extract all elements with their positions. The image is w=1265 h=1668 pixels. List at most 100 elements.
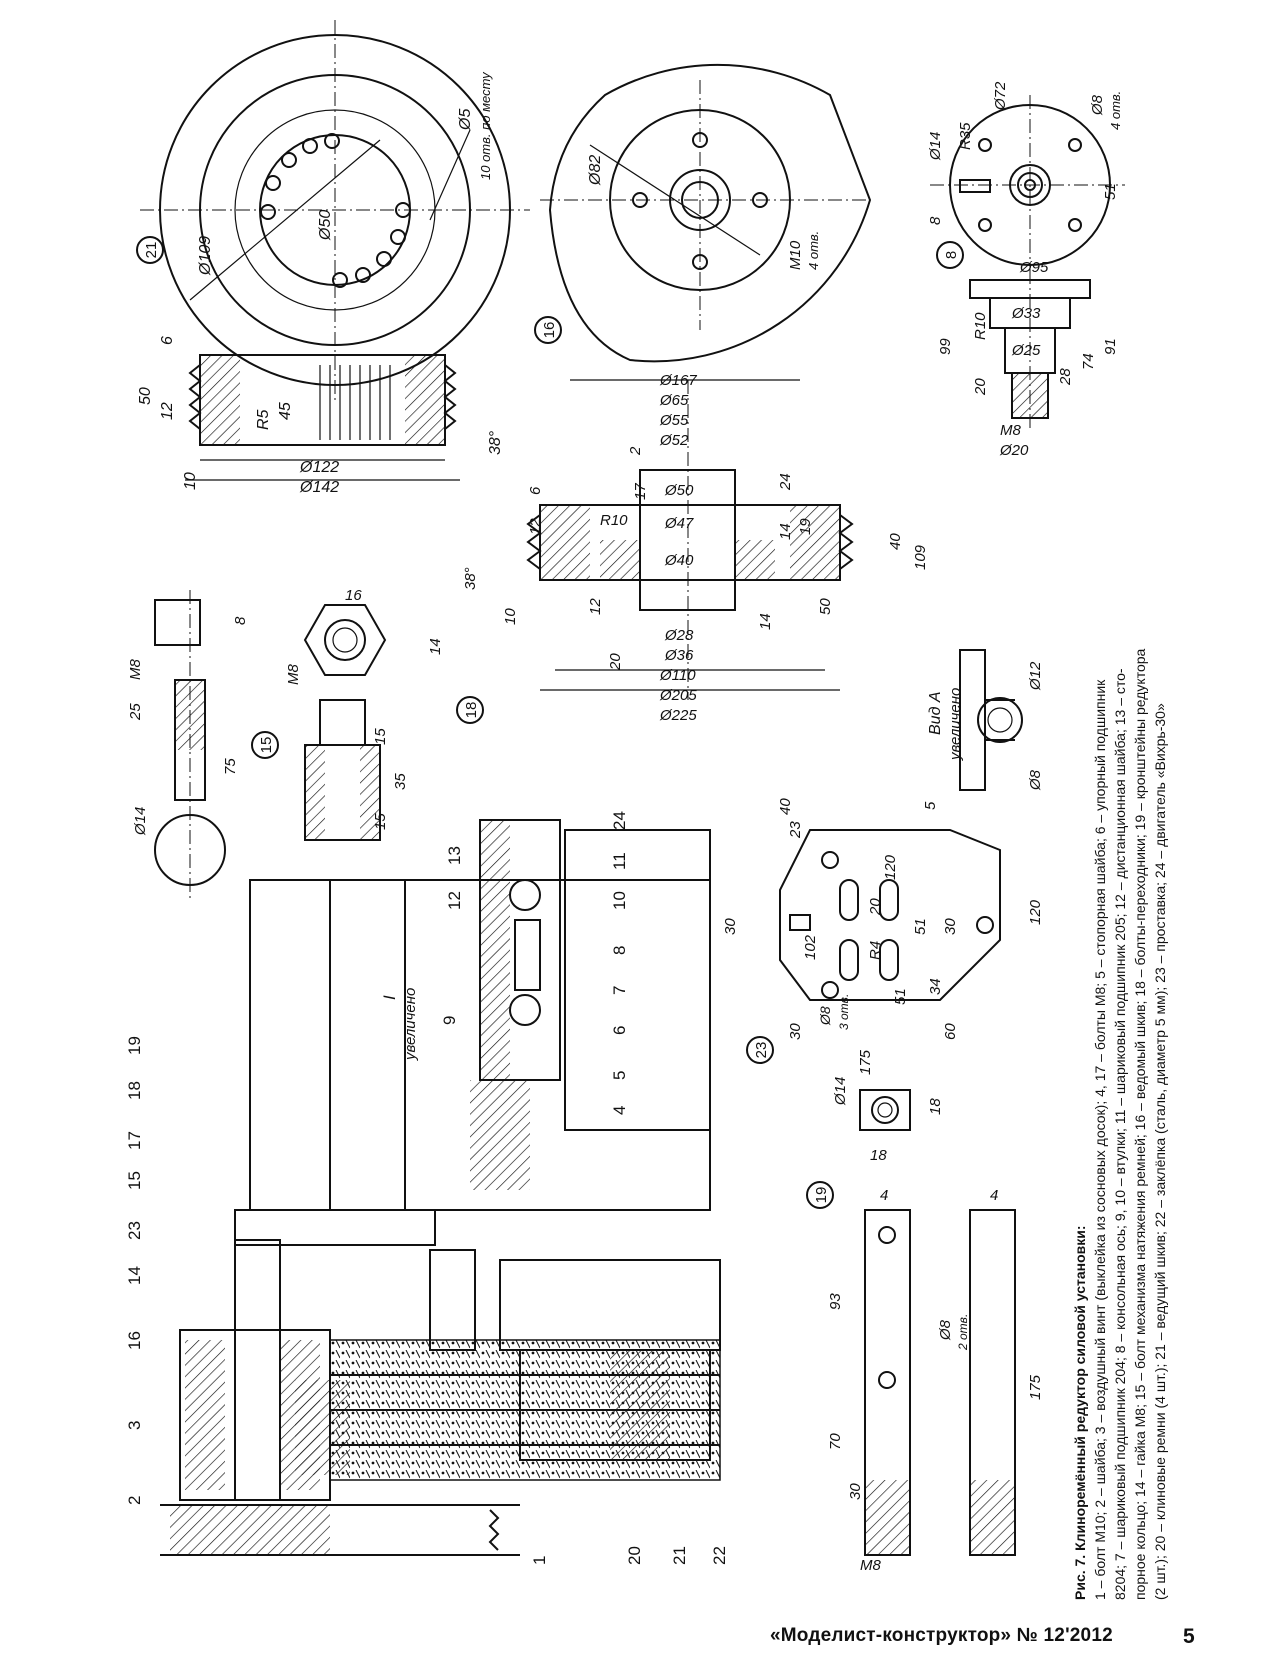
dim-part16-d28: Ø28 [664, 627, 694, 644]
dim-part16-d225: Ø225 [659, 707, 697, 724]
callout-12: 12 [445, 891, 464, 910]
dim-part16-d167: Ø167 [659, 372, 697, 389]
callout-7: 7 [610, 986, 629, 995]
dim-part21-r5: R5 [255, 409, 272, 430]
callout-8: 8 [610, 946, 629, 955]
dim-part21-holes: 10 отв. по месту [478, 71, 493, 180]
dim-part23-34: 34 [927, 978, 944, 995]
callout-22: 22 [710, 1546, 729, 1565]
view-i-note: увеличено [402, 988, 419, 1061]
callout-15: 15 [125, 1171, 144, 1190]
callout-24: 24 [610, 811, 629, 830]
main-assembly [160, 819, 721, 1556]
dim-part18-m8a: M8 [285, 664, 302, 685]
dim-part19-18b: 18 [927, 1098, 944, 1115]
dim-part16-d82: Ø82 [587, 155, 604, 186]
part21-number-circle [136, 236, 164, 264]
callout-16: 16 [125, 1331, 144, 1350]
part15-number: 15 [258, 737, 275, 754]
dim-part21-38deg: 38° [487, 430, 504, 455]
dim-part23-d8: Ø8 [817, 1006, 833, 1026]
dim-part23-120a: 120 [882, 854, 899, 880]
journal-title: «Моделист-конструктор» № 12'2012 [770, 1625, 1113, 1646]
view-a-drawing [959, 649, 1023, 791]
callout-3: 3 [125, 1421, 144, 1430]
dim-part21-12: 12 [159, 402, 176, 420]
dim-part8-d25: Ø25 [1011, 342, 1041, 359]
dim-part19-4b: 4 [990, 1187, 998, 1204]
dim-part16-d52: Ø52 [659, 432, 689, 449]
part23-drawing [779, 829, 1001, 1001]
callout-18: 18 [125, 1081, 144, 1100]
dim-part23-120b: 120 [1027, 899, 1044, 925]
dim-part15-25: 25 [127, 703, 144, 721]
callout-14: 14 [125, 1266, 144, 1285]
dim-part16-d50: Ø50 [664, 482, 694, 499]
view-a-label: Вид А [927, 691, 944, 735]
dim-part23-r4: R4 [867, 941, 884, 960]
dim-part19-93: 93 [827, 1293, 844, 1310]
dim-part18-35: 35 [392, 773, 409, 790]
dim-part8-d95: Ø95 [1019, 259, 1049, 276]
dim-part18-15a: 15 [372, 728, 389, 745]
dim-part19-d14: Ø14 [832, 1077, 849, 1106]
dim-part16-50: 50 [817, 598, 834, 615]
dim-part19-4a: 4 [880, 1187, 888, 1204]
dim-part8-d72: Ø72 [992, 81, 1009, 111]
dim-part19-18a: 18 [870, 1147, 887, 1164]
dim-part8-4holes: 4 отв. [1108, 91, 1123, 130]
dim-part16-12b: 12 [587, 598, 604, 615]
dim-part16-10: 10 [502, 608, 519, 625]
dim-part18-16: 16 [345, 587, 362, 604]
dim-part15-75: 75 [222, 758, 239, 775]
part19-drawing [859, 1089, 1016, 1556]
dim-part8-d8: Ø8 [1089, 94, 1106, 116]
dim-part21-10: 10 [182, 472, 199, 490]
part8-face-view [930, 95, 1125, 275]
dim-part19-2holes: 2 отв. [956, 1314, 970, 1351]
part16-number-circle [534, 316, 562, 344]
dim-part16-d110: Ø110 [659, 667, 696, 684]
part21-face-view [140, 20, 530, 400]
dim-part19-30: 30 [847, 1483, 864, 1500]
dim-part21-45: 45 [277, 402, 294, 420]
dim-part21-d5: Ø5 [457, 109, 474, 131]
dim-part16-d205: Ø205 [659, 687, 697, 704]
dim-part16-109: 109 [912, 544, 929, 570]
dim-view-a-d12: Ø12 [1027, 661, 1044, 691]
dim-part21-50: 50 [137, 387, 154, 405]
dim-view-a-d8: Ø8 [1027, 769, 1044, 791]
dim-part8-d20: Ø20 [999, 442, 1029, 459]
callout-20: 20 [625, 1546, 644, 1565]
dim-part16-m10: M10 [787, 240, 804, 270]
dim-part21-d142: Ø142 [299, 479, 339, 496]
dim-part16-14a: 14 [777, 523, 794, 540]
part18-number-circle [456, 696, 484, 724]
dim-part16-14b: 14 [757, 613, 774, 630]
callout-23: 23 [125, 1221, 144, 1240]
dim-part23-23: 23 [787, 821, 804, 839]
dim-part23-175: 175 [857, 1049, 874, 1075]
dim-part16-d55: Ø55 [659, 412, 689, 429]
part21-section-ribs [319, 365, 391, 440]
callout-11: 11 [610, 852, 629, 870]
callout-19: 19 [125, 1036, 144, 1055]
dim-part21-d122: Ø122 [299, 459, 339, 476]
dim-part16-24: 24 [777, 473, 794, 491]
caption-line-2: 8204; 7 – шариковый подшипник 204; 8 – к… [1112, 668, 1128, 1600]
dim-view-a-5: 5 [922, 801, 939, 810]
dim-part8-m8: M8 [1000, 422, 1021, 439]
dim-part16-12a: 12 [527, 518, 544, 535]
part18-drawing [303, 604, 387, 841]
callout-4: 4 [610, 1106, 629, 1115]
part16-face-view [540, 63, 872, 363]
main-callouts: 1 2 3 4 5 6 7 8 9 10 11 12 13 14 15 16 1… [125, 811, 729, 1565]
dim-part18-14: 14 [427, 638, 444, 655]
dim-part16-20: 20 [607, 653, 624, 671]
part19-number-circle [806, 1181, 834, 1209]
callout-2: 2 [125, 1496, 144, 1505]
callout-9: 9 [440, 1016, 459, 1025]
dim-part23-3holes: 3 отв. [837, 994, 851, 1030]
dim-part8-r35: R35 [957, 122, 974, 150]
